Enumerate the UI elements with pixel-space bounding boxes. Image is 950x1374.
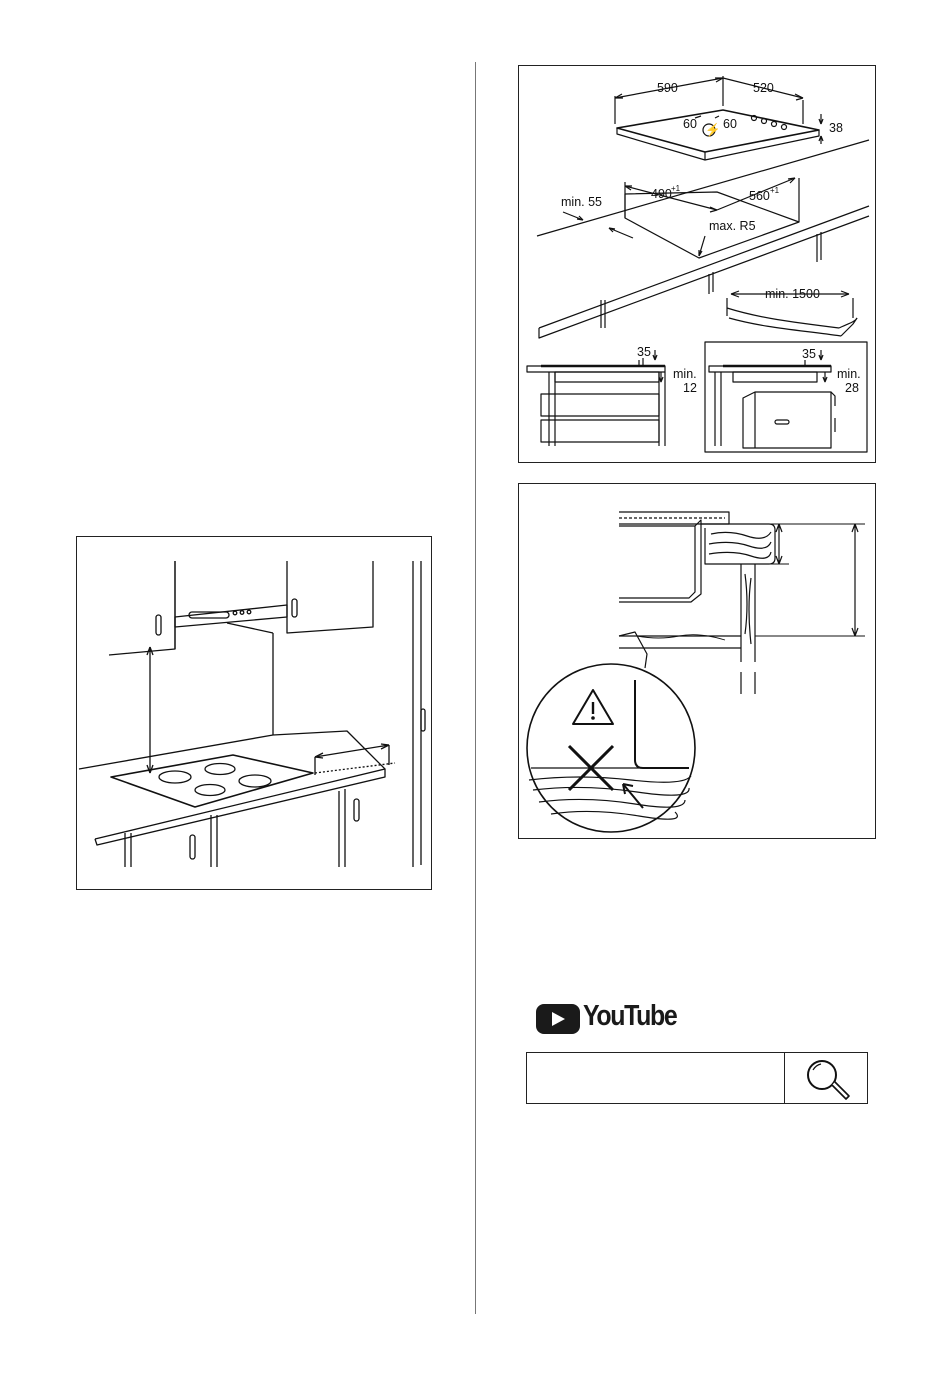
right-install-min-label: min. [837,367,861,381]
dim-hob-depth: 520 [753,81,774,95]
dim-clear-left: 60 [683,117,697,131]
kitchen-hob-installation-figure [76,536,432,890]
kitchen-hob-drawing [77,537,433,891]
play-icon [536,1004,580,1034]
dim-max-radius: max. R5 [709,219,756,233]
left-install-top: 35 [637,345,651,359]
column-divider [475,62,476,1314]
dim-cutout-depth: 560 [749,189,770,203]
sealant-warning-figure [518,483,876,839]
hob-dimensions-drawing: 590 520 60 60 ⚡ 38 490 +1 560 +1 min. 55… [519,66,877,464]
right-install-min-value: 28 [845,381,859,395]
dim-min-edge: min. 55 [561,195,602,209]
dim-cutout-width: 490 [651,187,672,201]
dim-cutout-width-tolerance: +1 [671,184,681,193]
dim-cutout-depth-tolerance: +1 [770,186,780,195]
right-install-top: 35 [802,347,816,361]
sealant-warning-drawing [519,484,877,840]
dim-cable-length: min. 1500 [765,287,820,301]
electric-icon: ⚡ [705,122,721,138]
left-install-min-label: min. [673,367,697,381]
left-install-min-value: 12 [683,381,697,395]
dim-clear-right: 60 [723,117,737,131]
magnifier-icon [785,1053,868,1103]
search-button[interactable] [784,1053,867,1103]
hob-dimensions-figure: 590 520 60 60 ⚡ 38 490 +1 560 +1 min. 55… [518,65,876,463]
youtube-wordmark: YouTube [583,1000,676,1033]
youtube-logo: YouTube [536,1000,696,1036]
dim-hob-width: 590 [657,81,678,95]
search-input[interactable] [527,1053,784,1103]
youtube-search-box [526,1052,868,1104]
warning-triangle-icon [591,716,595,720]
dim-hob-height: 38 [829,121,843,135]
